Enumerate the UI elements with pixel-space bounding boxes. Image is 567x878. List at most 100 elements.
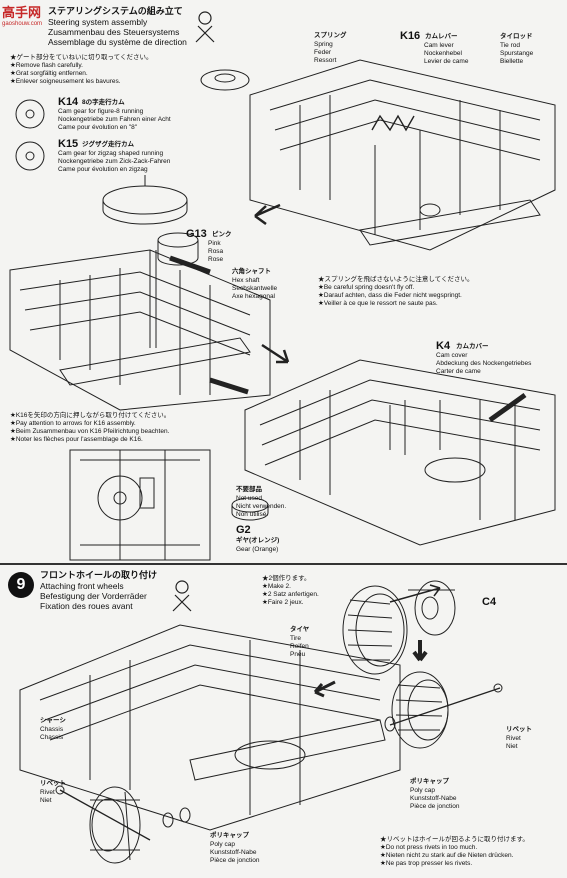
cam-cover-drawing bbox=[424, 457, 486, 483]
spring-note-line: ★スプリングを飛ばさないように注意してください。 bbox=[318, 276, 474, 283]
make-two-line: ★2 Satz anfertigen. bbox=[262, 591, 319, 598]
unused-line: Non utilisé. bbox=[236, 511, 269, 518]
rivet-note-line: ★Ne pas trop presser les rivets. bbox=[380, 860, 473, 867]
unused-line: Not used. bbox=[236, 495, 264, 502]
rivet-right-line: Niet bbox=[506, 743, 518, 750]
spring-ja: スプリング bbox=[314, 32, 347, 39]
polycap-left-line: Kunststoff-Nabe bbox=[210, 849, 257, 856]
rivet-right-drawing bbox=[389, 687, 501, 726]
k15-code: K15 bbox=[58, 138, 79, 150]
rivet-note-line: ★Nieten nicht zu stark auf die Nieten dr… bbox=[380, 852, 514, 859]
arrow-down-wheel bbox=[412, 640, 428, 662]
step8-title-fr: Assemblage du système de direction bbox=[48, 37, 187, 47]
g13-code: G13 bbox=[186, 228, 207, 240]
arrow-tire-to-rim bbox=[389, 584, 441, 603]
polycap-right-line: Kunststoff-Nabe bbox=[410, 795, 457, 802]
g13-line: Pink bbox=[208, 240, 221, 247]
k16-ja: カムレバー bbox=[425, 33, 458, 40]
gate-note-line: ★Enlever soigneusement les bavures. bbox=[10, 78, 121, 85]
k14-disc-icon bbox=[15, 99, 45, 129]
k15-ja: ジグザグ走行カム bbox=[82, 141, 134, 148]
g2-line: Gear (Orange) bbox=[236, 546, 279, 553]
rivet-left-line: Rivet bbox=[40, 789, 55, 796]
k4-code: K4 bbox=[436, 340, 451, 352]
rivet-right-ja: リベット bbox=[506, 726, 532, 733]
k16-line: Levier de came bbox=[424, 58, 469, 65]
watermark-url: gaoshouw.com bbox=[2, 21, 43, 27]
tie-rod-line: Spurstange bbox=[500, 50, 534, 57]
step9-title-en: Attaching front wheels bbox=[40, 581, 124, 591]
unused-line: Nicht verwenden. bbox=[236, 503, 287, 510]
rivet-right-line: Rivet bbox=[506, 735, 521, 742]
g2-code: G2 bbox=[236, 524, 251, 536]
left-wheel-drawing bbox=[89, 786, 141, 864]
g13-ja: ピンク bbox=[212, 231, 232, 238]
k14-line: Cam gear for figure-8 running bbox=[58, 108, 144, 115]
chassis-line: Chassis bbox=[40, 726, 64, 733]
k14-code: K14 bbox=[58, 96, 79, 108]
spring-note-line: ★Be careful spring doesn't fly off. bbox=[318, 284, 415, 291]
tire-drawing bbox=[342, 585, 408, 675]
spring-note-line: ★Darauf achten, dass die Feder nicht weg… bbox=[318, 292, 462, 299]
step9-title-fr: Fixation des roues avant bbox=[40, 601, 133, 611]
step8-title-de: Zusammenbau des Steuersystems bbox=[48, 27, 180, 37]
watermark-title: 高手网 bbox=[2, 5, 42, 20]
chassis-step8-left bbox=[9, 249, 271, 411]
polycap-left-drawing bbox=[162, 812, 174, 828]
rivet-note-line: ★Do not press rivets in too much. bbox=[380, 844, 478, 851]
chassis-step8-upper-right bbox=[249, 59, 556, 251]
k4-line: Cam cover bbox=[436, 352, 468, 359]
polycap-right-ja: ポリキャップ bbox=[410, 778, 449, 785]
step8-title-en: Steering system assembly bbox=[48, 17, 148, 27]
watermark-logo: 高手网 gaoshouw.com bbox=[2, 2, 42, 27]
tire-ja: タイヤ bbox=[290, 626, 310, 633]
gear-detail-drawing bbox=[97, 475, 143, 521]
k4-line: Abdeckung des Nockengetriebes bbox=[436, 360, 532, 367]
step-number-badge: 9 bbox=[8, 572, 34, 598]
cam-gear-drawing bbox=[102, 185, 188, 215]
chassis-step8-lower-right bbox=[244, 359, 556, 546]
hex-shaft-ja: 六角シャフト bbox=[232, 268, 271, 275]
k15-line: Cam gear for zigzag shaped running bbox=[58, 150, 164, 157]
polycap-right-drawing bbox=[384, 716, 396, 732]
hex-shaft-line: Sechskantwelle bbox=[232, 285, 278, 292]
arrow-step8-a bbox=[254, 203, 281, 226]
polycap-left-ja: ポリキャップ bbox=[210, 832, 249, 839]
tie-rod-line: Tie rod bbox=[500, 42, 520, 49]
section-divider bbox=[0, 563, 567, 565]
k15-line: Came pour évolution en zigzag bbox=[58, 166, 148, 173]
arrow-step8-b bbox=[261, 343, 290, 364]
arrow-step8-c bbox=[169, 255, 211, 275]
k16-code: K16 bbox=[400, 30, 421, 42]
step9-title-ja: フロントホイールの取り付け bbox=[40, 570, 158, 580]
k15-disc-icon bbox=[15, 141, 45, 171]
k14-line: Came pour évolution en "8" bbox=[58, 124, 138, 131]
k16-note-line: ★Beim Zusammenbau von K16 Pfeilrichtung … bbox=[10, 428, 170, 435]
tire-line: Pneu bbox=[290, 651, 306, 658]
arrow-left-step9 bbox=[313, 680, 336, 698]
k16-note-line: ★K16を矢印の方向に押しながら取り付けてください。 bbox=[10, 412, 171, 419]
tie-rod-ja: タイロッド bbox=[500, 33, 533, 40]
cutter-icon bbox=[195, 11, 215, 43]
step8-title-ja: ステアリングシステムの組み立て bbox=[48, 6, 183, 16]
make-two-line: ★Make 2. bbox=[262, 583, 291, 590]
c4-code: C4 bbox=[482, 596, 497, 608]
cutter-icon-step9 bbox=[172, 580, 192, 612]
chassis-ja: シャーシ bbox=[40, 717, 66, 724]
tire-line: Tire bbox=[290, 635, 301, 642]
k4-ja: カムカバー bbox=[456, 343, 489, 350]
tire-line: Reifen bbox=[290, 643, 309, 650]
cam-part-drawing bbox=[200, 69, 250, 91]
chassis-step9 bbox=[19, 624, 401, 831]
g2-ja: ギヤ(オレンジ) bbox=[236, 537, 280, 544]
make-two-line: ★2個作ります。 bbox=[262, 575, 311, 582]
k16-line: Nockenhebel bbox=[424, 50, 462, 57]
spring-note-line: ★Veiller à ce que le ressort ne saute pa… bbox=[318, 300, 438, 307]
chassis-detail-bottom bbox=[69, 449, 211, 561]
rivet-left-drawing bbox=[59, 789, 151, 841]
assembled-wheel-drawing bbox=[391, 671, 449, 749]
gate-note-line: ★Grat sorgfältig entfernen. bbox=[10, 70, 88, 77]
tie-rod-line: Biellette bbox=[500, 58, 524, 65]
